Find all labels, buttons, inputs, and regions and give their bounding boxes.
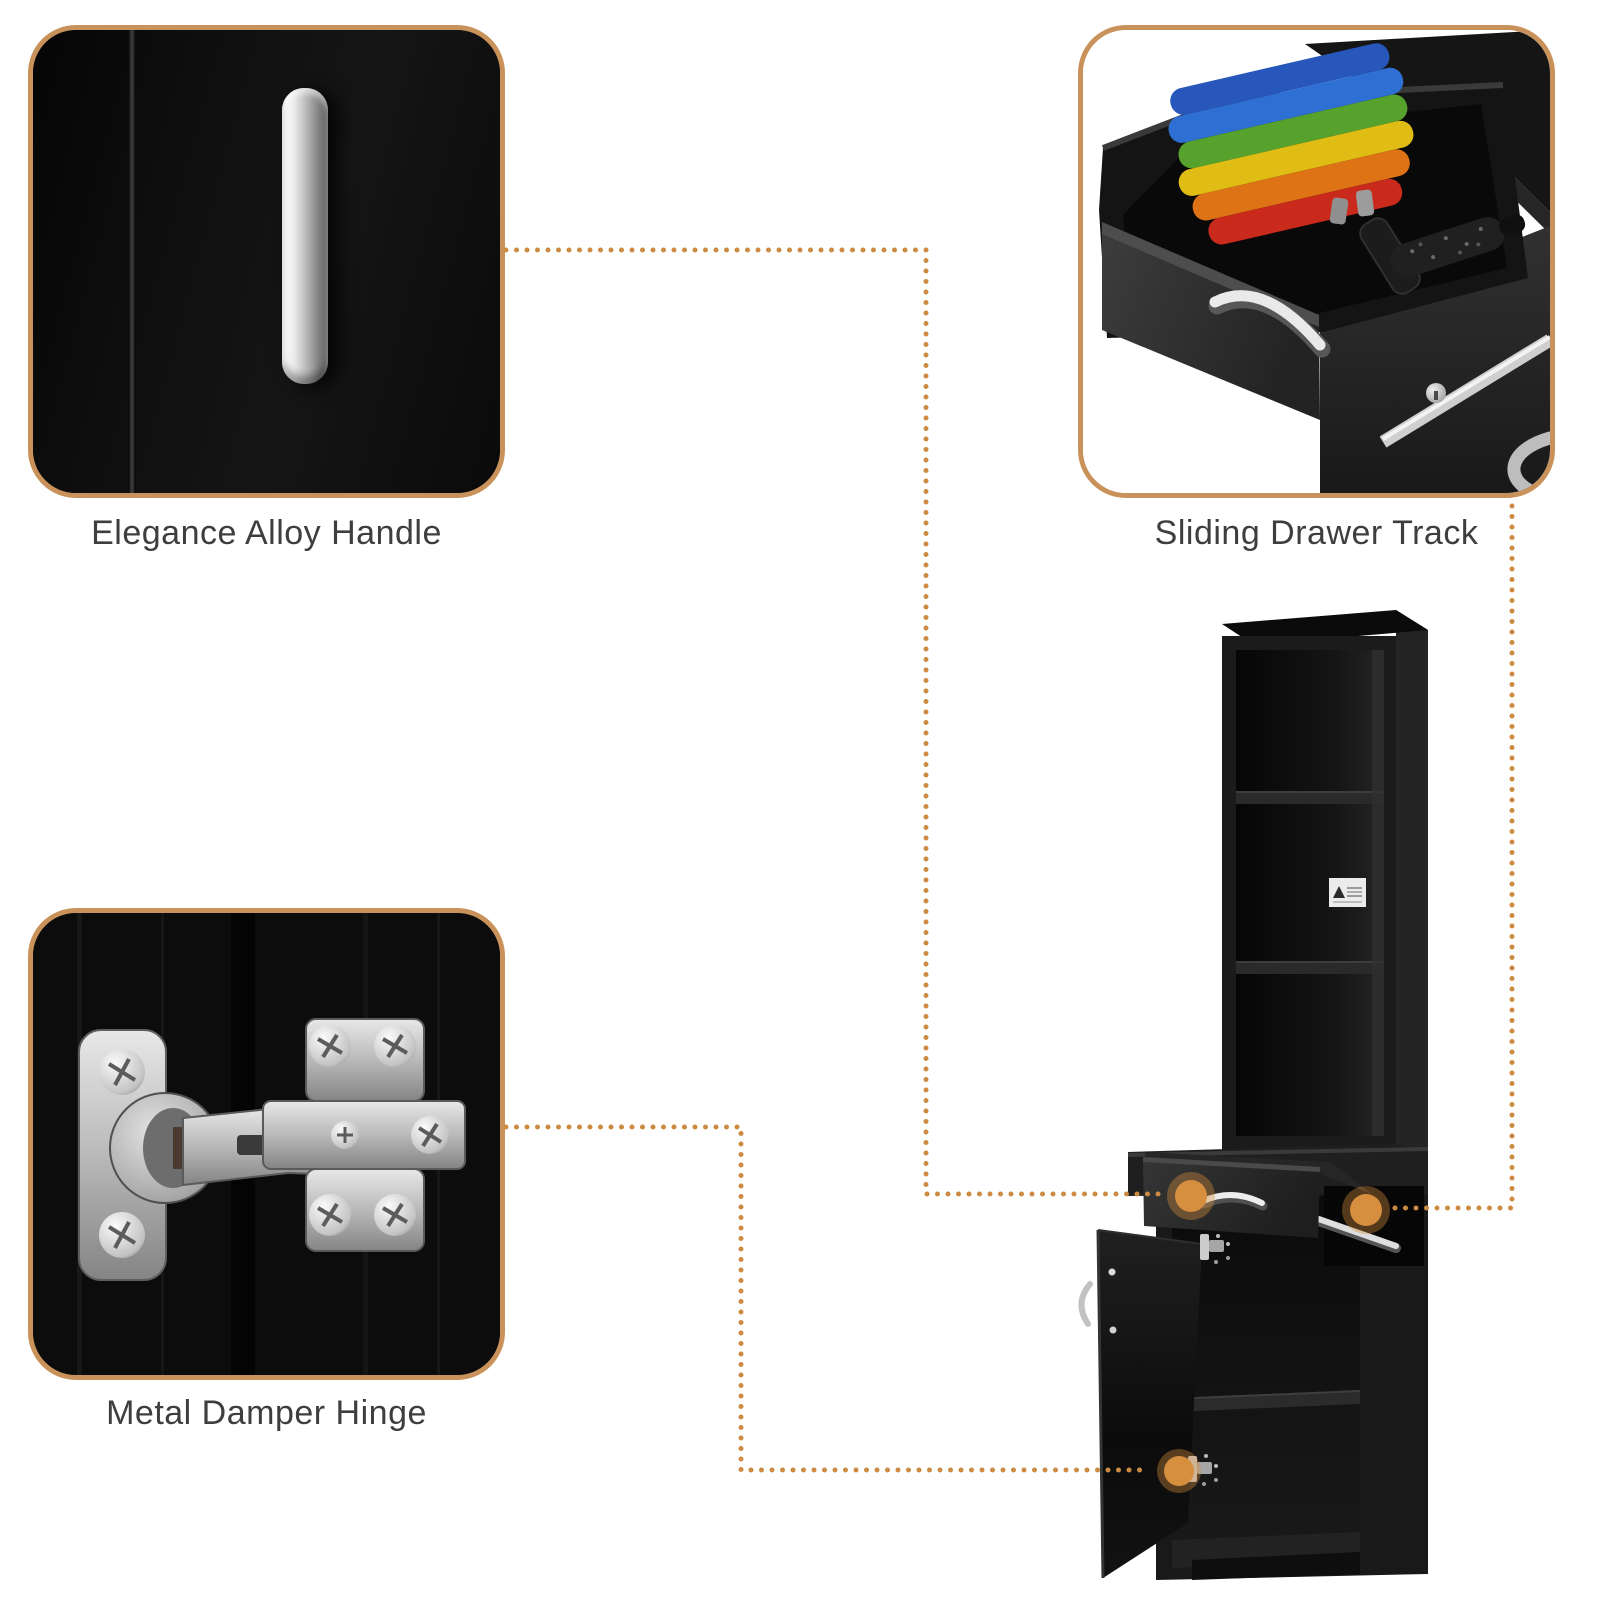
drawer-front-face xyxy=(1102,222,1320,420)
lower-drawer-front xyxy=(1320,226,1550,493)
base-plinth xyxy=(1192,1552,1360,1580)
shelf-board-2-edge xyxy=(1236,961,1384,963)
door-pin-hole-2 xyxy=(1109,1326,1117,1334)
base-shelf-board xyxy=(1172,1390,1360,1412)
callout-damper-hinge xyxy=(28,908,505,1380)
shelf-compartment-bottom xyxy=(1236,974,1384,1136)
door-pin-hole-1 xyxy=(1108,1268,1116,1276)
connector-hinge-path xyxy=(503,1124,1153,1473)
door-panel-photo xyxy=(33,30,500,493)
door-panel xyxy=(1098,1230,1202,1578)
connector-handle-path xyxy=(503,247,1163,1197)
highlight-dot-icon-handle xyxy=(1175,1180,1207,1212)
screw-top-left xyxy=(99,1049,145,1095)
shelf-board-1-edge xyxy=(1236,791,1384,793)
screw-arm-adjust-2 xyxy=(411,1116,449,1154)
shelf-board-1 xyxy=(1236,792,1384,804)
door-gap-groove xyxy=(128,30,136,493)
door-edge-highlight xyxy=(1096,1229,1105,1579)
keyhole-slot xyxy=(1434,391,1438,400)
clip-2 xyxy=(1355,189,1375,217)
hair-accessories xyxy=(1329,189,1526,295)
shelf-board-2 xyxy=(1236,962,1384,974)
drawer-front-top-edge xyxy=(1143,1157,1320,1172)
warning-label xyxy=(1329,878,1366,907)
partial-handle-loop xyxy=(1507,431,1550,493)
door-hinge-top-icon xyxy=(1200,1234,1230,1264)
screw-plate-bottom-2 xyxy=(374,1194,416,1236)
screw-arm-adjust-1 xyxy=(331,1121,359,1149)
callout-drawer-track xyxy=(1078,25,1555,498)
drawer-slide-rail xyxy=(1307,1213,1399,1249)
caption-alloy-handle: Elegance Alloy Handle xyxy=(91,514,442,552)
towel-3 xyxy=(1178,120,1414,196)
screw-plate-top-2 xyxy=(374,1025,416,1067)
alloy-handle-bar xyxy=(282,88,328,384)
towel-5 xyxy=(1208,178,1403,245)
door-hinge-icon xyxy=(78,1018,466,1281)
round-brush xyxy=(1390,214,1526,278)
shelf-tower xyxy=(1222,610,1428,1152)
hinge-photo xyxy=(33,913,500,1375)
open-drawer-photo xyxy=(1083,30,1550,493)
clip-1 xyxy=(1329,197,1349,225)
warning-triangle-icon xyxy=(1333,886,1345,898)
door-top-edge xyxy=(1097,1229,1203,1245)
towel-4 xyxy=(1192,149,1410,221)
tower-inner-light xyxy=(1372,650,1384,1136)
base-shelf-edge xyxy=(1171,1390,1361,1400)
door-handle-sliver xyxy=(1078,1281,1093,1327)
silver-trim xyxy=(1379,334,1550,448)
connector-track-path xyxy=(1391,503,1515,1211)
towel-stack xyxy=(1168,43,1414,245)
callout-alloy-handle xyxy=(28,25,505,498)
screw-plate-top-1 xyxy=(309,1025,351,1067)
screw-bottom-left xyxy=(99,1212,145,1258)
highlight-dots xyxy=(1157,1172,1390,1493)
base-interior xyxy=(1172,1196,1360,1548)
drawer-handle-icon xyxy=(1209,290,1326,351)
caption-damper-hinge: Metal Damper Hinge xyxy=(106,1394,427,1432)
towel-1 xyxy=(1168,67,1404,143)
towel-0 xyxy=(1170,43,1390,115)
drawer-handle-icon xyxy=(1200,1192,1265,1206)
towel-2 xyxy=(1178,94,1408,169)
shelf-compartment-top xyxy=(1236,650,1384,792)
open-door xyxy=(1078,1229,1230,1579)
caption-drawer-track: Sliding Drawer Track xyxy=(1154,514,1479,552)
tower-side-panel xyxy=(1396,610,1428,1152)
screw-plate-bottom-1 xyxy=(309,1194,351,1236)
highlight-dot-icon-hinge xyxy=(1164,1456,1194,1486)
highlight-dot-icon-track xyxy=(1350,1194,1382,1226)
silver-trim-highlight xyxy=(1381,335,1550,441)
